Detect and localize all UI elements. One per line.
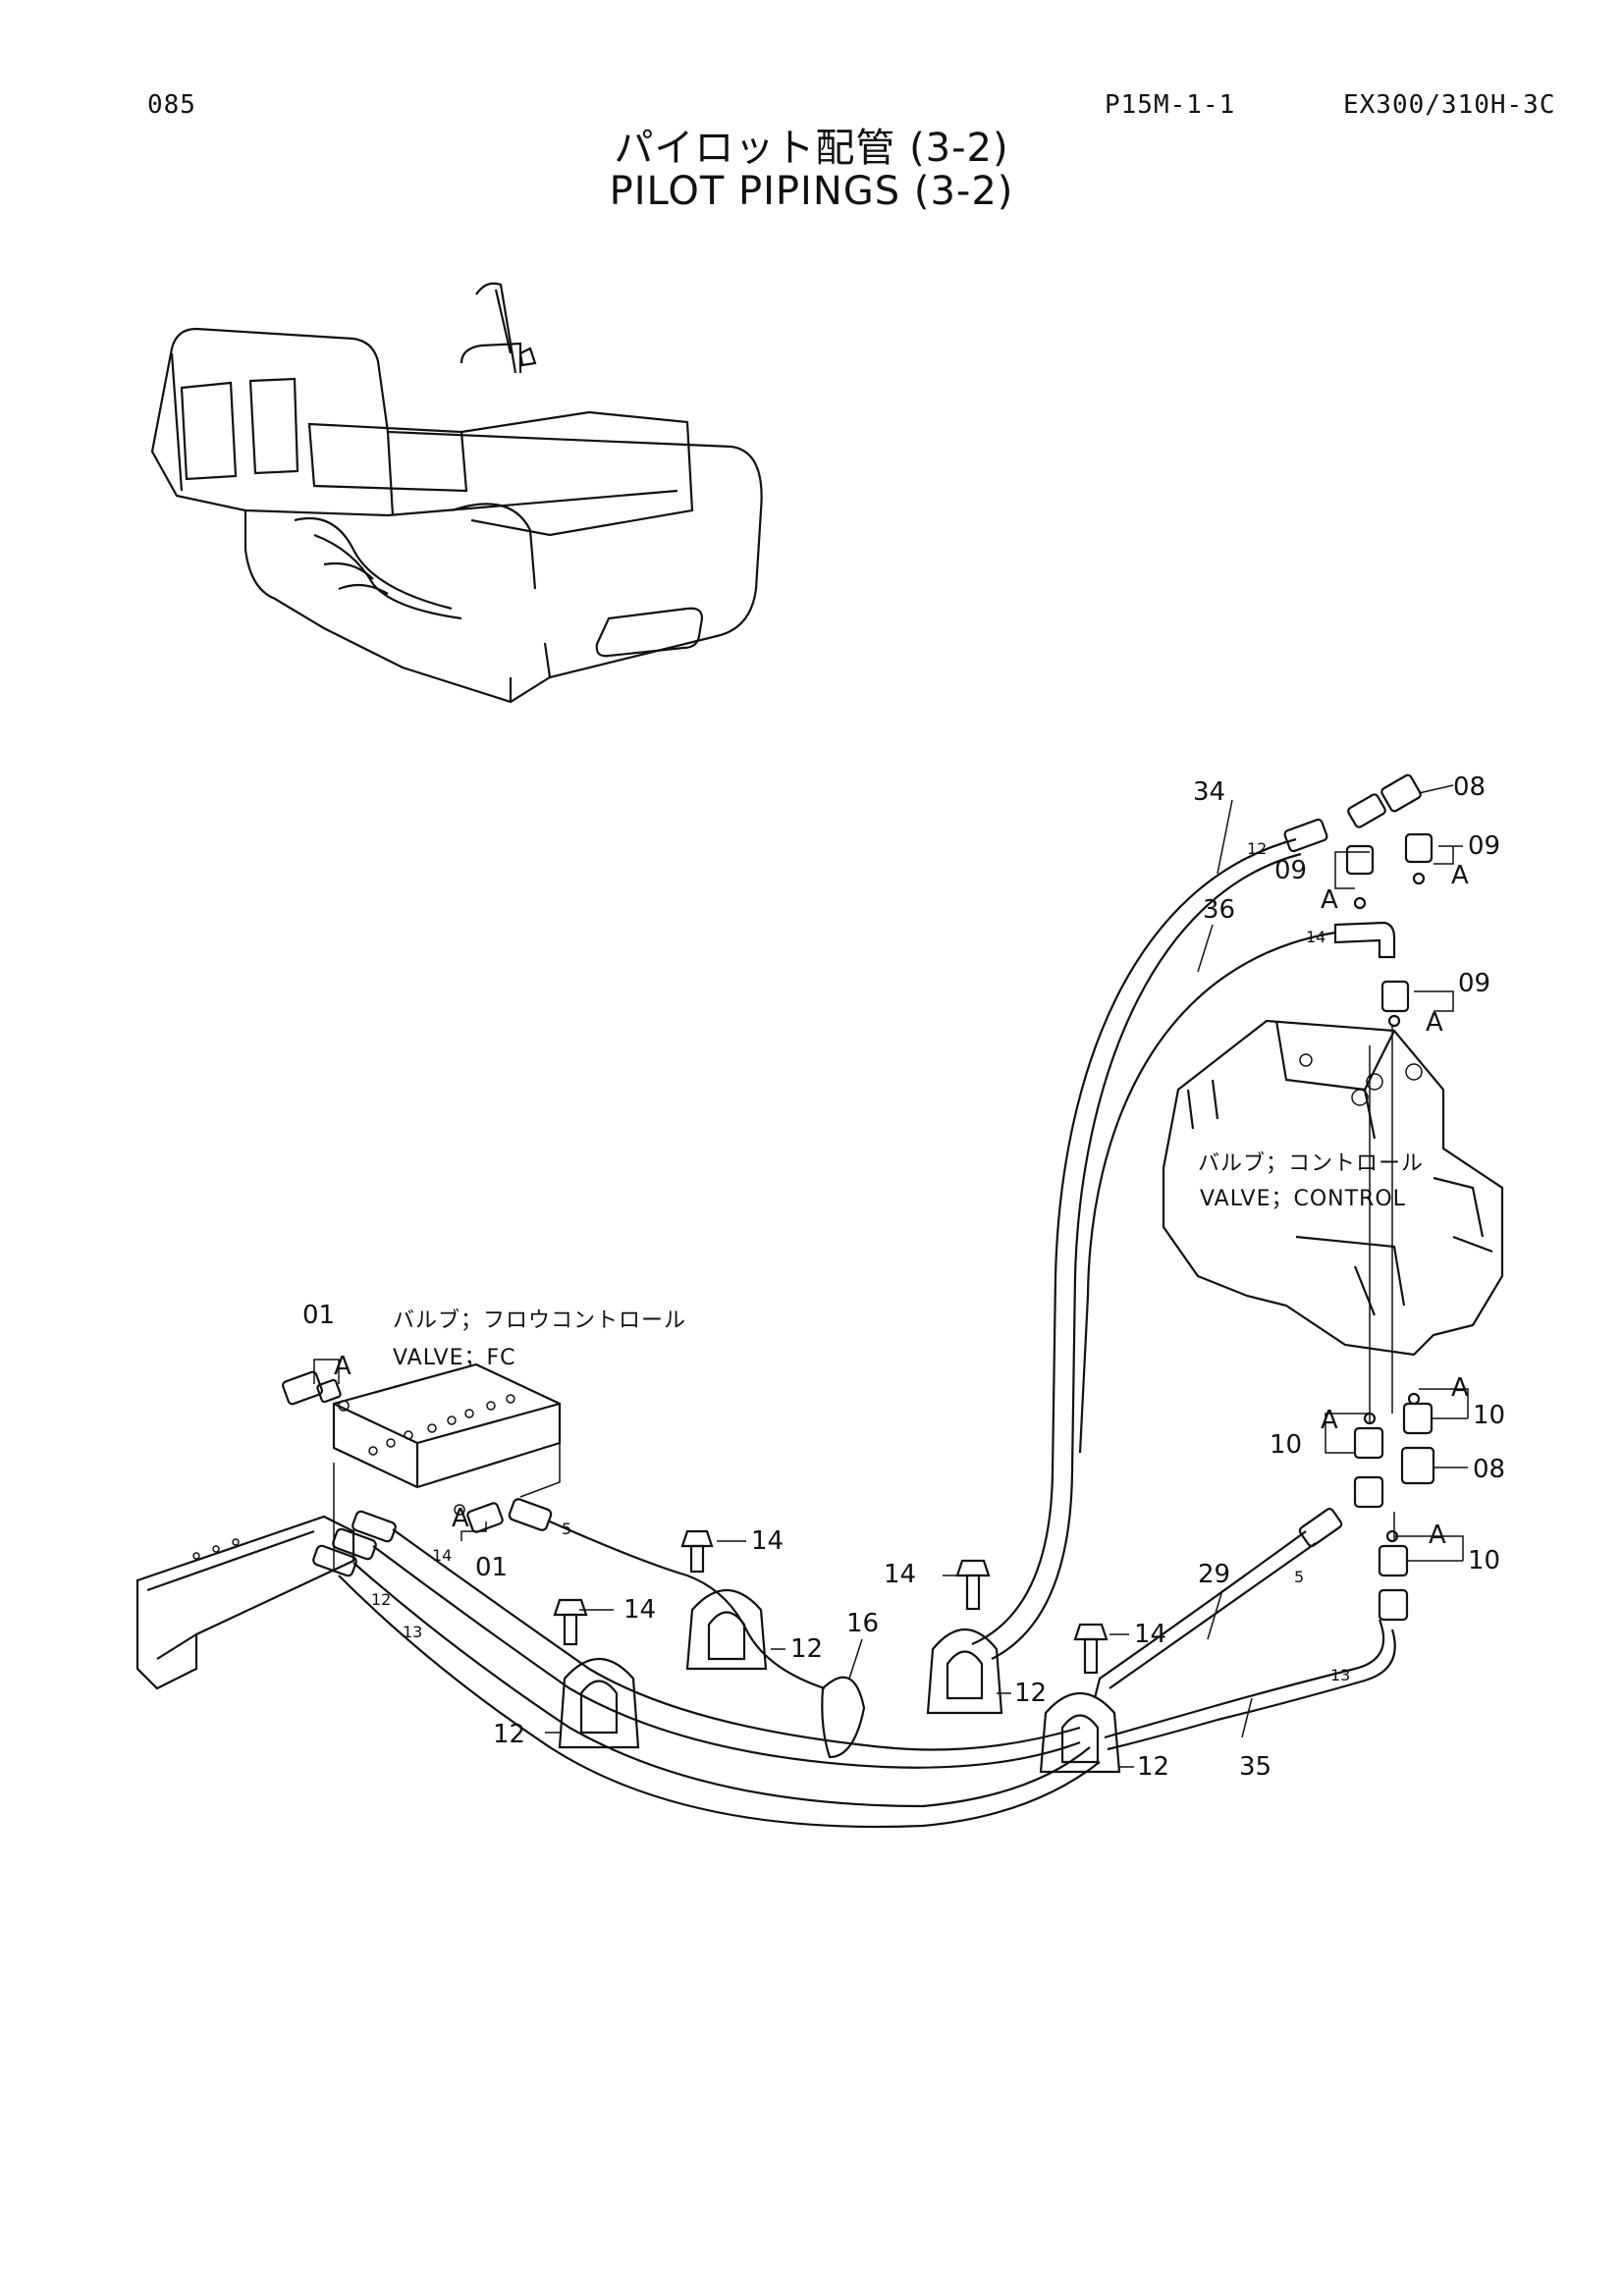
callout-14-a: 14 [751, 1526, 784, 1556]
ref-a-7: A [334, 1352, 352, 1381]
callout-labels: 08 09 09 09 34 36 10 10 10 08 01 01 14 1… [302, 773, 1505, 1782]
callout-36: 36 [1203, 895, 1235, 925]
callout-10-upper: 10 [1473, 1401, 1505, 1430]
ref-a-1: A [1451, 861, 1469, 890]
callout-29: 29 [1198, 1560, 1230, 1589]
callout-10-lower: 10 [1468, 1546, 1500, 1575]
fc-valve-label-en: VALVE；FC [393, 1346, 516, 1370]
reference-letters: A A A A A A A A [334, 861, 1469, 1550]
ref-a-2: A [1321, 885, 1338, 915]
fc-valve-label-ja: バルブ；フロウコントロール [393, 1308, 686, 1333]
callout-10-left: 10 [1270, 1430, 1302, 1460]
flow-control-valve-assembly [135, 1362, 562, 1690]
hose-size-5-right: 5 [1294, 1568, 1304, 1586]
page-number: 085 [147, 90, 196, 120]
excavator-overview-illustration [150, 282, 763, 704]
hose-size-13-right: 13 [1330, 1666, 1350, 1684]
hose-size-14-left: 14 [432, 1546, 452, 1565]
ref-a-3: A [1426, 1008, 1443, 1038]
callout-16: 16 [846, 1609, 879, 1638]
control-valve-assembly [1162, 1019, 1504, 1357]
hose-size-12-top: 12 [1247, 839, 1267, 858]
hose-size-markers: 12 14 14 12 13 5 5 13 [371, 839, 1350, 1684]
leader-lines [313, 784, 1469, 1768]
callout-09-upper-right: 09 [1468, 831, 1500, 861]
clamps-and-bolts [553, 1529, 1121, 1774]
fitting-01-lower [454, 1502, 504, 1533]
fitting-01-upper [282, 1370, 350, 1412]
title-japanese: パイロット配管 (3-2) [614, 126, 1009, 171]
callout-08-top: 08 [1453, 773, 1486, 802]
ref-a-5: A [1321, 1406, 1338, 1435]
callout-14-c: 14 [884, 1560, 916, 1589]
callout-14-b: 14 [623, 1595, 656, 1625]
callout-01-upper: 01 [302, 1301, 335, 1330]
ref-a-4: A [1451, 1373, 1469, 1403]
part-code: P15M-1-1 [1105, 90, 1236, 120]
valve-labels: バルブ；フロウコントロール VALVE；FC バルブ；コントロール VALVE；… [393, 1151, 1424, 1370]
callout-01-lower: 01 [475, 1553, 508, 1582]
hose-size-13-left: 13 [403, 1623, 422, 1641]
title-english: PILOT PIPINGS (3-2) [609, 169, 1014, 214]
callout-08-lower: 08 [1473, 1455, 1505, 1484]
hose-size-5-left: 5 [562, 1520, 571, 1538]
callout-12-c: 12 [1014, 1679, 1047, 1708]
callout-35: 35 [1239, 1752, 1271, 1782]
callout-12-d: 12 [1137, 1752, 1169, 1782]
ref-a-6: A [1429, 1521, 1446, 1550]
model-number: EX300/310H-3C [1343, 90, 1556, 120]
callout-12-b: 12 [493, 1720, 525, 1749]
hose-size-14-top: 14 [1306, 928, 1325, 946]
callout-12-a: 12 [790, 1634, 823, 1664]
hose-runs [338, 837, 1396, 1829]
callout-09-middle: 09 [1458, 969, 1490, 998]
ref-a-8: A [452, 1504, 469, 1533]
control-valve-label-ja: バルブ；コントロール [1198, 1151, 1424, 1176]
hose-size-12-left: 12 [371, 1590, 391, 1609]
callout-34: 34 [1193, 777, 1225, 807]
control-valve-label-en: VALVE；CONTROL [1200, 1187, 1406, 1211]
callout-14-d: 14 [1134, 1620, 1166, 1649]
callout-09-upper-left: 09 [1274, 856, 1307, 885]
